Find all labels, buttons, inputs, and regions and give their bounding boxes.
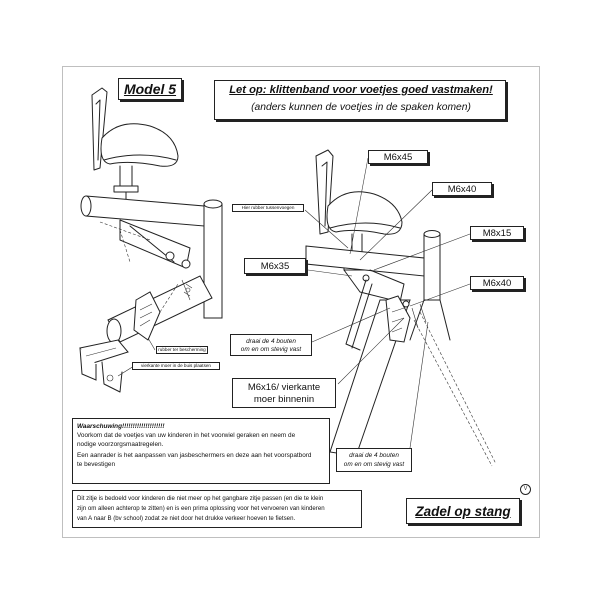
label-square-nut-tube: vierkante moer in de buis plaatsen [132, 362, 220, 370]
footer-title: Zadel op stang [415, 503, 511, 519]
note-m6x16: M6x16/ vierkante moer binnenin [232, 378, 336, 408]
label-m8x15: M8x15 [470, 226, 524, 240]
info-line-2: zijn om alleen achterop te zitten) en is… [77, 505, 325, 512]
model-title: Model 5 [123, 81, 177, 97]
note-m6x16-line-2: moer binnenin [253, 394, 315, 405]
model-title-box: Model 5 [118, 78, 182, 100]
warning-line-2: (anders kunnen de voetjes in de spaken k… [251, 102, 471, 113]
note-bolts-1: draai de 4 bouten om en om stevig vast [230, 334, 312, 356]
note-bolts-2-line-2: om en om stevig vast [343, 461, 405, 468]
version-mark: V [520, 484, 531, 495]
caution-line-1: Voorkom dat de voetjes van uw kinderen i… [77, 432, 296, 439]
seat-assembled-drawing [305, 149, 497, 467]
caution-line-2: nodige voorzorgsmaatregelen. [77, 441, 164, 448]
label-m6x35: M6x35 [244, 258, 306, 274]
note-bolts-1-line-1: draai de 4 bouten [246, 338, 296, 345]
caution-heading: Waarschuwing!!!!!!!!!!!!!!!!!!!! [77, 423, 165, 430]
label-m6x40-right: M6x40 [470, 276, 524, 290]
label-rubber-spacers: Hier rubber tussenvoegen [232, 204, 304, 212]
caution-line-3: Een aanrader is het aanpassen van jasbes… [77, 452, 312, 459]
warning-header-box: Let op: klittenband voor voetjes goed va… [214, 80, 506, 120]
footer-title-box: Zadel op stang [406, 498, 520, 524]
caution-line-4: te bevestigen [77, 461, 116, 468]
warning-line-1: Let op: klittenband voor voetjes goed va… [229, 84, 493, 96]
info-line-3: van A naar B (bv school) zodat ze niet d… [77, 515, 296, 522]
note-m6x16-line-1: M6x16/ vierkante [247, 382, 321, 393]
note-bolts-2-line-1: draai de 4 bouten [349, 452, 399, 459]
seat-exploded-drawing [79, 87, 223, 393]
label-m6x40-top: M6x40 [432, 182, 492, 196]
info-line-1: Dit zitje is bedoeld voor kinderen die n… [77, 495, 324, 502]
info-box: Dit zitje is bedoeld voor kinderen die n… [72, 490, 362, 528]
label-m6x45: M6x45 [368, 150, 428, 164]
leader-lines [304, 157, 471, 449]
caution-box: Waarschuwing!!!!!!!!!!!!!!!!!!!! Voorkom… [72, 418, 330, 484]
note-bolts-2: draai de 4 bouten om en om stevig vast [336, 448, 412, 472]
label-rubber-protection: rubber ter bescherming [156, 346, 208, 354]
note-bolts-1-line-2: om en om stevig vast [240, 346, 302, 353]
